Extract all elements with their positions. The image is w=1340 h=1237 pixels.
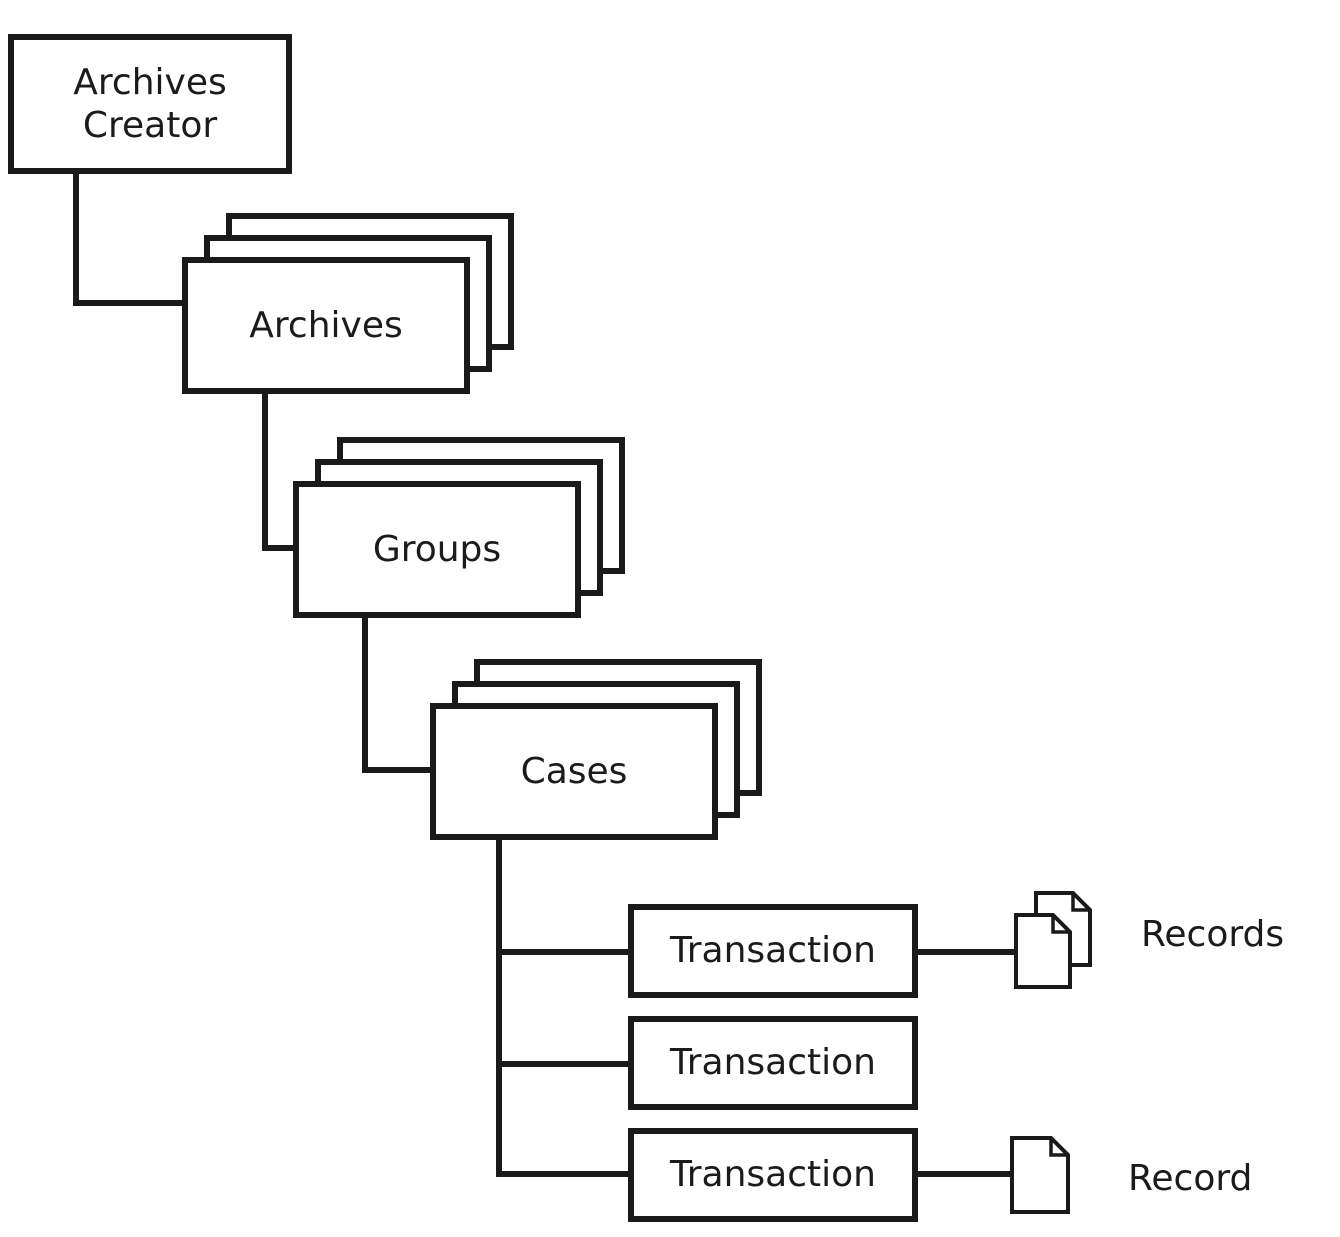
edge-archives-groups-horizontal bbox=[262, 545, 300, 551]
edge-transaction3-record bbox=[914, 1171, 1016, 1177]
node-transaction-3: Transaction bbox=[628, 1128, 918, 1222]
node-label-line1: Archives bbox=[73, 61, 227, 103]
node-label: Groups bbox=[372, 528, 502, 570]
edge-transaction1-records bbox=[914, 949, 1020, 955]
record-label: Record bbox=[1128, 1158, 1253, 1199]
node-cases: Cases bbox=[430, 703, 718, 840]
edge-groups-cases-vertical bbox=[362, 612, 368, 773]
node-archives: Archives bbox=[182, 257, 470, 394]
node-groups: Groups bbox=[293, 481, 581, 618]
edge-cases-transaction-3 bbox=[496, 1171, 636, 1177]
edge-groups-cases-horizontal bbox=[362, 767, 438, 773]
node-label: Transaction bbox=[670, 1154, 876, 1196]
node-label: Transaction bbox=[670, 1042, 876, 1084]
node-label: Cases bbox=[520, 750, 628, 792]
edge-cases-transaction-1 bbox=[496, 949, 636, 955]
edge-archives-groups-vertical bbox=[262, 388, 268, 551]
edge-cases-transactions-trunk bbox=[496, 834, 502, 1177]
node-archives-creator: Archives Creator bbox=[8, 34, 292, 174]
edge-creator-archives-vertical bbox=[73, 168, 79, 306]
node-label: Archives Creator bbox=[73, 61, 226, 147]
node-label: Archives bbox=[249, 304, 403, 346]
node-transaction-1: Transaction bbox=[628, 904, 918, 998]
edge-cases-transaction-2 bbox=[496, 1061, 636, 1067]
node-label-line2: Creator bbox=[82, 105, 218, 146]
documents-stack-icon bbox=[1014, 891, 1094, 991]
records-label: Records bbox=[1141, 914, 1285, 955]
node-label: Transaction bbox=[670, 930, 876, 972]
node-transaction-2: Transaction bbox=[628, 1016, 918, 1110]
edge-creator-archives-horizontal bbox=[73, 300, 190, 306]
document-icon bbox=[1010, 1136, 1074, 1216]
